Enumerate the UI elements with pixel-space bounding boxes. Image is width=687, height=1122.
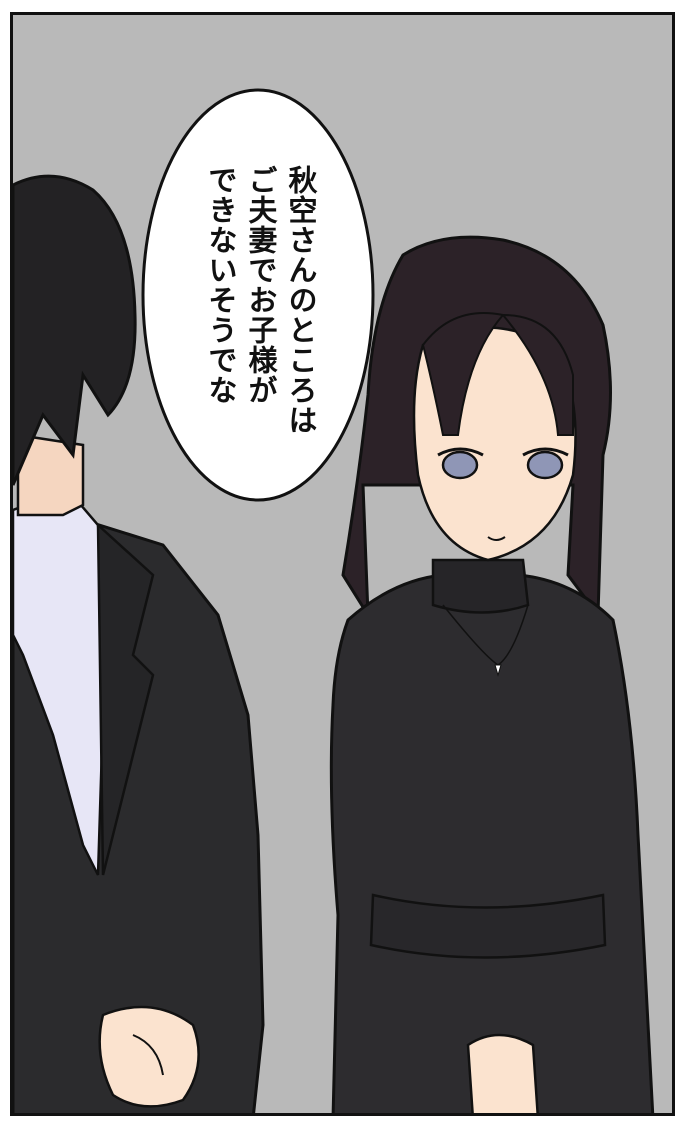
comic-panel: 秋空さんのところは ご夫妻でお子様が できないそうでな [10,12,675,1116]
speech-line-2: ご夫妻でお子様が [244,165,278,405]
man-hands [98,1005,200,1108]
woman-hands [466,1033,539,1113]
woman-left-eye [441,450,479,480]
panel-artwork [13,88,655,1113]
woman-right-eye [526,450,564,480]
speech-line-3: できないそうでな [204,165,238,405]
speech-bubble-text: 秋空さんのところは ご夫妻でお子様が できないそうでな [191,165,321,445]
man-figure [13,174,265,1113]
man-hair [13,174,137,486]
speech-line-1: 秋空さんのところは [284,165,318,435]
man-shirt [13,488,110,876]
woman-figure [329,235,655,1113]
speech-bubble [141,88,375,502]
